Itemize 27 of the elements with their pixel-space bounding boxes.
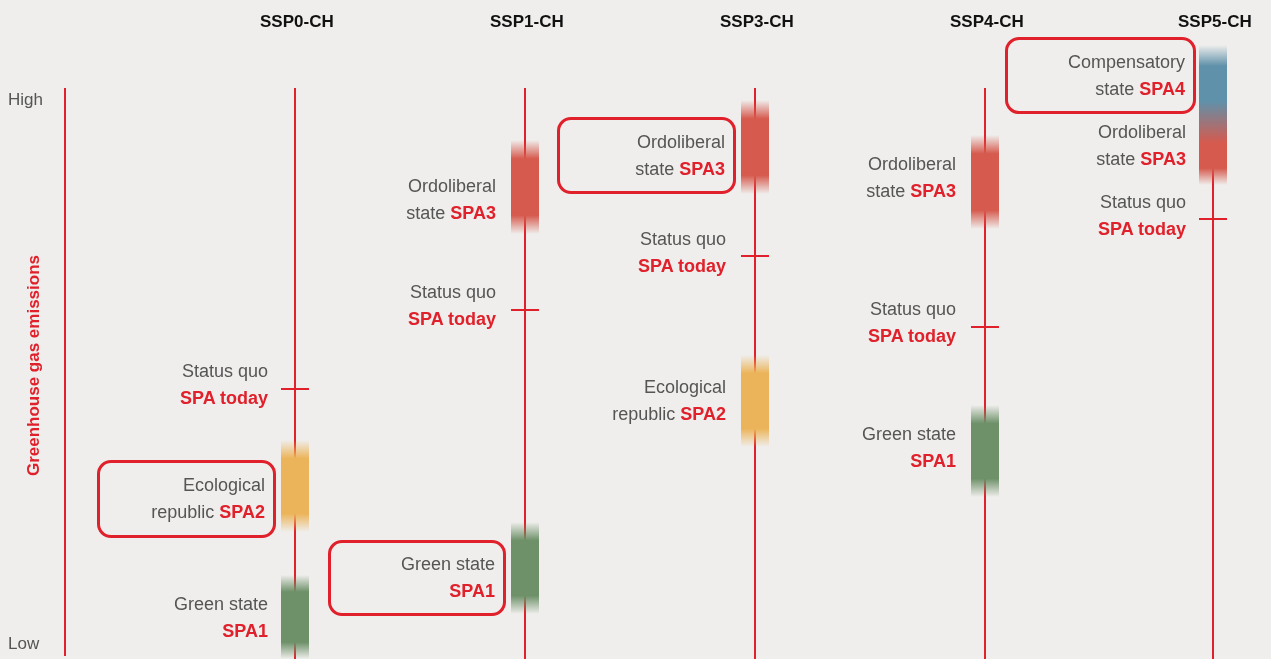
scenario-label: Ecological republic SPA2 [611, 376, 726, 426]
scenario-label: Green state SPA1 [399, 553, 495, 603]
scenario-label: Status quo SPA today [637, 228, 726, 278]
scenario-label: Status quo SPA today [179, 360, 268, 410]
highlight-box [1005, 37, 1196, 114]
column-heading: SSP5-CH [1178, 12, 1252, 32]
axis-label: High [8, 90, 43, 110]
column-heading: SSP1-CH [490, 12, 564, 32]
highlight-box [97, 460, 276, 538]
axis-title: Greenhouse gas emissions [24, 254, 44, 476]
scenario-label: Status quo SPA today [407, 281, 496, 331]
scenario-label: Green state SPA1 [860, 423, 956, 473]
scenario-label: Ordoliberal state SPA3 [405, 175, 496, 225]
highlight-box [557, 117, 736, 194]
axis-label: Low [8, 634, 40, 654]
highlight-box [328, 540, 506, 616]
scenario-label: Green state SPA1 [172, 593, 268, 643]
scenario-label: Ordoliberal state SPA3 [634, 130, 725, 181]
scenario-label: Compensatory state SPA4 [1066, 50, 1185, 101]
column-heading: SSP3-CH [720, 12, 794, 32]
column-heading: SSP4-CH [950, 12, 1024, 32]
scenario-label: Ordoliberal state SPA3 [865, 153, 956, 203]
scenario-label: Ordoliberal state SPA3 [1095, 121, 1186, 171]
scenario-label: Status quo SPA today [867, 298, 956, 348]
scenario-label: Status quo SPA today [1097, 191, 1186, 241]
scenario-label: Ecological republic SPA2 [150, 474, 265, 524]
column-heading: SSP0-CH [260, 12, 334, 32]
